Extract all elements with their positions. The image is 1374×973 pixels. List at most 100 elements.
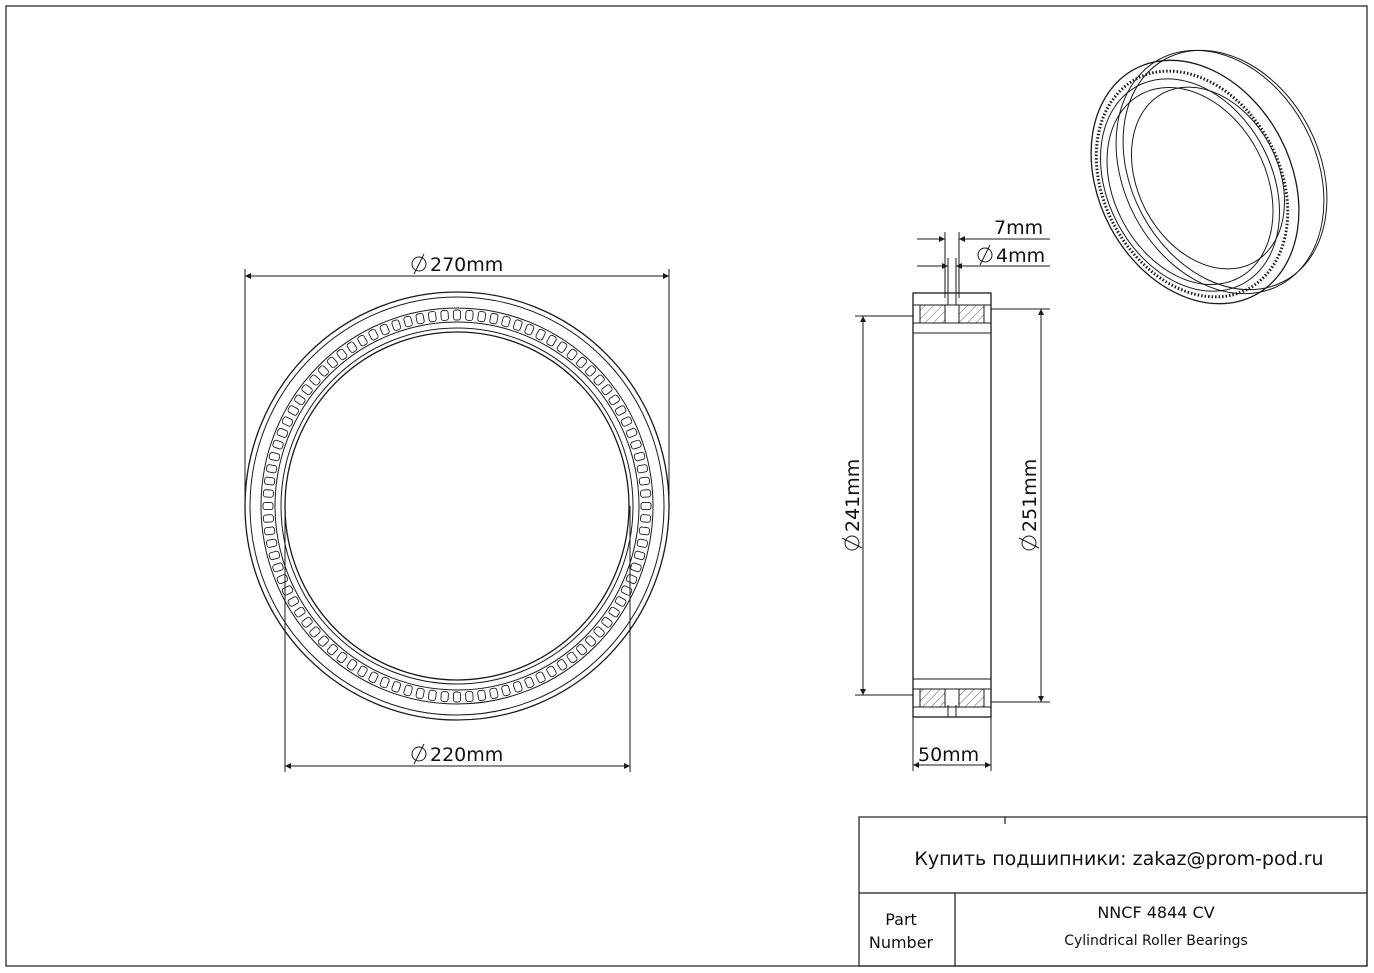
roller [262,489,274,498]
roller [403,315,413,328]
roller [638,526,650,536]
roller [601,616,613,628]
outer-raceway-label: 251mm [1019,459,1041,532]
roller [593,626,605,638]
roller [465,309,474,321]
outer-ring-outline [244,291,670,721]
roller [608,606,620,618]
roller [309,626,321,638]
isometric-view [1090,49,1328,305]
roller [556,659,568,671]
roller [276,574,289,585]
roller [268,451,281,462]
part-label-line2: Number [869,933,934,952]
roller [620,416,633,427]
roller [272,562,284,573]
roller [636,464,649,474]
roller [566,651,578,664]
roller [357,334,368,347]
roller [301,384,313,396]
roller [265,464,278,474]
roller [489,687,499,699]
roller-set [262,309,652,703]
roller [512,681,523,693]
outer-diameter-dimension [244,253,670,506]
roller [357,665,368,678]
roller [391,681,402,693]
side-view [912,292,992,718]
contact-text: Купить подшипники: zakaz@prom-pod.ru [914,848,1323,870]
roller [633,550,646,561]
bearing-section-outline [912,292,992,718]
roller [336,651,348,664]
roller [368,671,379,684]
iso-front-outer-edge [1090,59,1300,305]
roller [465,691,474,703]
roller [452,309,462,321]
roller-section [958,304,985,324]
roller [287,405,300,416]
inner-ring-raceway [280,327,634,685]
roller [601,384,613,396]
roller [287,596,300,607]
iso-bore-back [1131,86,1285,270]
roller [625,574,638,585]
roller [625,427,638,438]
roller [636,538,649,548]
roller [535,328,546,341]
inner-raceway-dimension [841,315,913,696]
roller [620,585,633,596]
iso-bore-front [1106,86,1274,286]
roller [379,676,390,689]
roller [576,356,588,368]
roller [524,676,535,689]
roller [512,319,523,331]
outer-diameter-label: 270mm [430,254,503,276]
roller [501,315,511,328]
part-description: Cylindrical Roller Bearings [1064,933,1248,949]
roller [326,356,338,368]
roller [309,374,321,386]
roller [546,334,557,347]
roller [452,691,462,703]
front-view [244,291,670,721]
roller [379,323,390,336]
outer-ring-chamfer [249,296,665,716]
roller [415,687,425,699]
roller [477,689,487,701]
roller [326,644,338,656]
roller [276,427,289,438]
roller [346,341,358,353]
roller [336,348,348,361]
part-label-line1: Part [885,910,917,929]
roller [614,596,627,607]
roller [566,348,578,361]
width-label: 50mm [918,744,979,766]
roller [638,476,650,486]
roller [633,451,646,462]
part-number: NNCF 4844 CV [1097,903,1214,922]
diameter-symbol-icon [411,743,427,765]
title-block [858,816,1368,967]
roller [294,394,306,406]
roller [346,659,358,671]
roller [440,309,449,321]
roller [265,538,278,548]
roller [427,689,437,701]
roller [262,514,274,523]
inner-raceway-label: 241mm [842,459,864,532]
iso-back-outer-edge [1122,49,1328,291]
roller [281,585,294,596]
roller [585,635,597,647]
roller [640,501,652,511]
roller [640,514,652,523]
roller [440,691,449,703]
roller [556,341,568,353]
roller [608,394,620,406]
roller [301,616,313,628]
diameter-symbol-icon [841,535,863,551]
bore-diameter-label: 220mm [430,744,503,766]
bore-outline [284,331,630,681]
roller [281,416,294,427]
